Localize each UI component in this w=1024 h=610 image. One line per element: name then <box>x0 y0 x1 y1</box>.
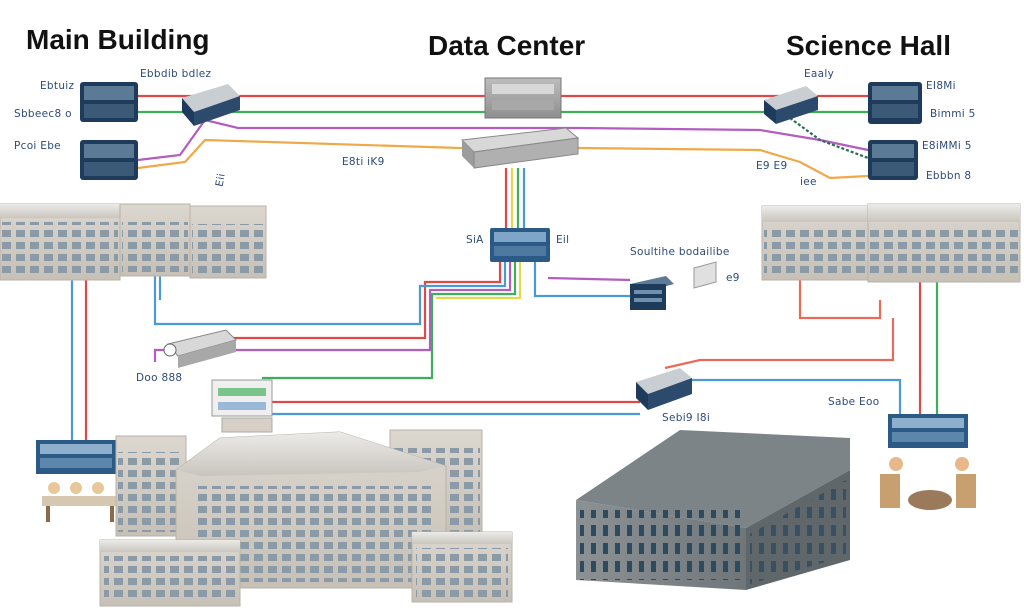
mb-lower-router <box>163 329 237 368</box>
cable-remote-blue <box>533 262 630 298</box>
sh-workstation-cluster <box>880 414 976 510</box>
label-mb-mid-left: Sbbeec8 o <box>14 108 72 120</box>
dc-core-switch <box>460 127 580 169</box>
mb-lower-hub <box>211 379 273 433</box>
cable-purple-top <box>137 118 869 162</box>
label-sh-right-4: Ebbbn 8 <box>926 170 972 182</box>
label-dc-mid: E8ti iK9 <box>342 156 385 168</box>
title-data-center: Data Center <box>428 30 586 61</box>
label-sh-top: Eaaly <box>804 68 835 80</box>
label-sh-right-3: E8iMMi 5 <box>922 140 972 152</box>
mb-switch-1 <box>182 84 240 126</box>
main-building-lower <box>99 429 513 607</box>
cable-bundle-purple <box>153 262 512 362</box>
dark-building <box>576 430 850 590</box>
label-center-lower: Sebi9 I8i <box>662 412 711 424</box>
label-mb-bot-left: Pcoi Ebe <box>14 140 61 152</box>
label-sh-mid-left-2: iee <box>800 176 817 188</box>
cable-sh-salmon <box>664 318 895 370</box>
dc-access-switch <box>490 228 550 262</box>
label-remote: Soultihe bodailibe <box>630 246 730 258</box>
label-sh-lower: Sabe Eoo <box>828 396 880 408</box>
cable-darkgreen-right <box>789 117 869 160</box>
cables <box>70 94 939 440</box>
title-science-hall: Science Hall <box>786 30 951 61</box>
cable-sh-loop <box>798 280 882 320</box>
remote-device <box>630 261 717 310</box>
cable-bundle-yellow <box>436 262 522 300</box>
sh-switch-1 <box>764 86 818 124</box>
label-mb-top-mid: Ebbdib bdlez <box>140 68 212 80</box>
cable-remote-purple <box>547 276 631 282</box>
label-dc-switch-left: SiA <box>466 234 484 246</box>
label-remote-side: e9 <box>726 272 740 284</box>
cable-sh-blue <box>690 378 902 415</box>
label-dc-switch-right: Eil <box>556 234 570 246</box>
label-mb-lower-left: Doo 888 <box>136 372 183 384</box>
mb-rack-1 <box>80 82 138 122</box>
mb-workstation-cluster <box>36 440 118 522</box>
mb-rack-2 <box>80 140 138 180</box>
buildings <box>0 203 1021 607</box>
center-lower-switch <box>636 368 692 410</box>
label-sh-right-1: EI8Mi <box>926 80 956 92</box>
dc-core-switch-top <box>484 77 562 119</box>
sh-rack-2 <box>868 140 918 180</box>
label-sh-mid-left: E9 E9 <box>756 160 788 172</box>
main-building-upper <box>0 203 267 281</box>
science-hall-upper <box>761 203 1021 283</box>
label-sh-right-2: Bimmi 5 <box>930 108 976 120</box>
devices <box>36 77 976 522</box>
cable-bundle-green <box>262 262 517 380</box>
label-mb-top-left: Ebtuiz <box>40 80 75 92</box>
label-mb-vertical: Eii <box>213 172 228 188</box>
cable-bundle-blue <box>153 262 507 326</box>
sh-rack-1 <box>868 82 922 124</box>
title-main-building: Main Building <box>26 24 210 55</box>
cable-bundle-red <box>232 262 502 340</box>
